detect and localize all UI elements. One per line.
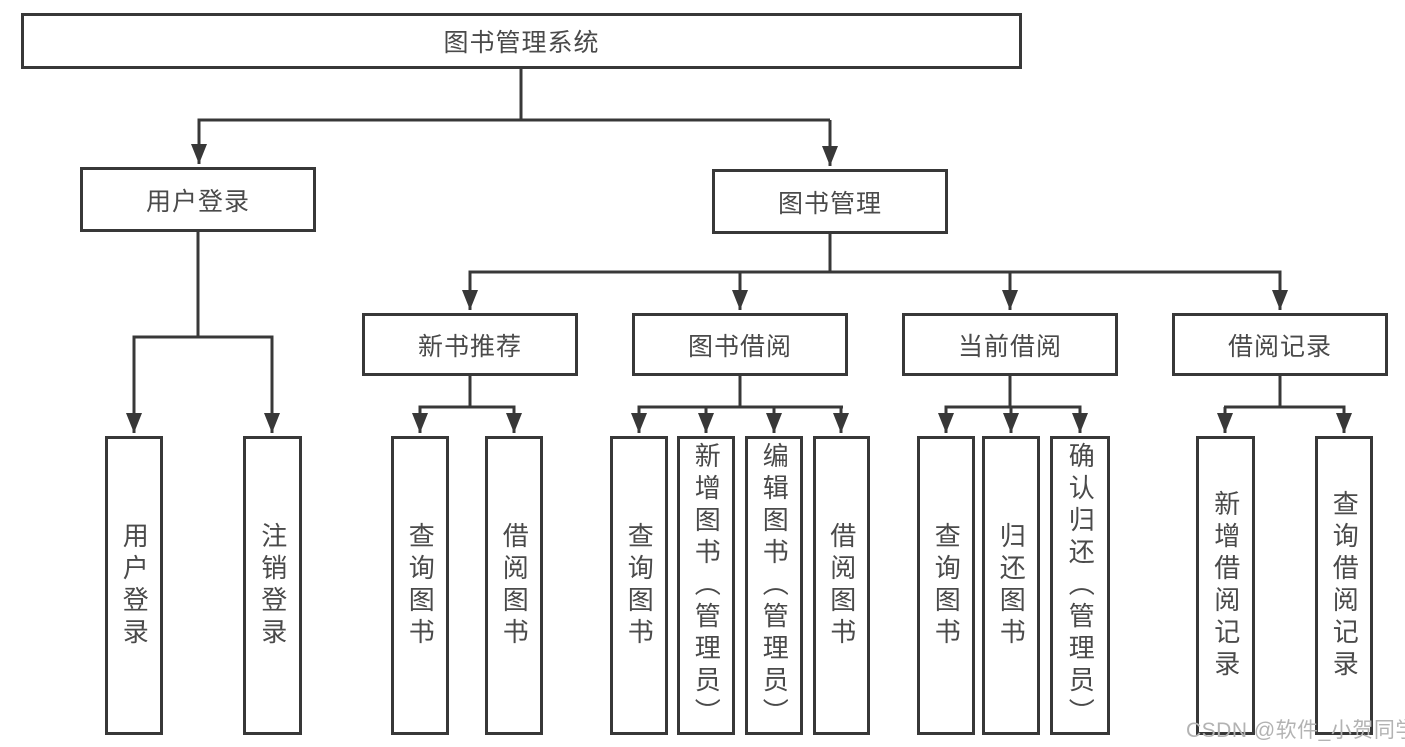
leaf-logout-label: 注销登录 xyxy=(257,521,288,650)
leaf-user-login-label: 用户登录 xyxy=(119,521,150,650)
leaf-bb-borrow-books-label: 借阅图书 xyxy=(826,521,857,650)
node-book-management-label: 图书管理 xyxy=(777,189,882,218)
node-current-borrowing: 当前借阅 xyxy=(902,313,1118,376)
leaf-bb-add-books: 新增图书（管理员） xyxy=(677,436,735,735)
node-book-borrowing: 图书借阅 xyxy=(632,313,848,376)
leaf-cb-confirm-return-label: 确认归还（管理员） xyxy=(1065,441,1096,730)
leaf-user-login: 用户登录 xyxy=(105,436,163,735)
leaf-rec-query-books-label: 查询图书 xyxy=(405,521,436,650)
node-new-book-recommendation: 新书推荐 xyxy=(362,313,578,376)
node-user-login-label: 用户登录 xyxy=(145,187,250,216)
leaf-rec-borrow-books: 借阅图书 xyxy=(485,436,543,735)
node-book-borrowing-label: 图书借阅 xyxy=(687,332,792,361)
leaf-logout: 注销登录 xyxy=(243,436,302,735)
leaf-br-query-record-label: 查询借阅记录 xyxy=(1329,489,1360,682)
leaf-bb-borrow-books: 借阅图书 xyxy=(813,436,870,735)
leaf-bb-edit-books: 编辑图书（管理员） xyxy=(745,436,803,735)
leaf-br-add-record-label: 新增借阅记录 xyxy=(1210,489,1241,682)
leaf-br-add-record: 新增借阅记录 xyxy=(1196,436,1255,735)
leaf-cb-query-books: 查询图书 xyxy=(917,436,975,735)
leaf-bb-query-books-label: 查询图书 xyxy=(624,521,655,650)
leaf-cb-return-books-label: 归还图书 xyxy=(996,521,1027,650)
leaf-rec-borrow-books-label: 借阅图书 xyxy=(499,521,530,650)
node-new-book-recommendation-label: 新书推荐 xyxy=(417,332,522,361)
leaf-rec-query-books: 查询图书 xyxy=(391,436,449,735)
node-borrowing-records: 借阅记录 xyxy=(1172,313,1388,376)
node-user-login: 用户登录 xyxy=(80,167,316,232)
leaf-cb-query-books-label: 查询图书 xyxy=(931,521,962,650)
node-current-borrowing-label: 当前借阅 xyxy=(957,332,1062,361)
watermark: CSDN @软件_小贺同学 xyxy=(1186,719,1405,742)
leaf-bb-add-books-label: 新增图书（管理员） xyxy=(691,441,722,730)
node-borrowing-records-label: 借阅记录 xyxy=(1227,332,1332,361)
node-root: 图书管理系统 xyxy=(21,13,1022,69)
leaf-br-query-record: 查询借阅记录 xyxy=(1315,436,1373,735)
node-root-label: 图书管理系统 xyxy=(443,29,600,57)
node-book-management: 图书管理 xyxy=(712,169,948,234)
leaf-bb-edit-books-label: 编辑图书（管理员） xyxy=(759,441,790,730)
leaf-cb-return-books: 归还图书 xyxy=(982,436,1040,735)
leaf-cb-confirm-return: 确认归还（管理员） xyxy=(1050,436,1110,735)
leaf-bb-query-books: 查询图书 xyxy=(610,436,668,735)
